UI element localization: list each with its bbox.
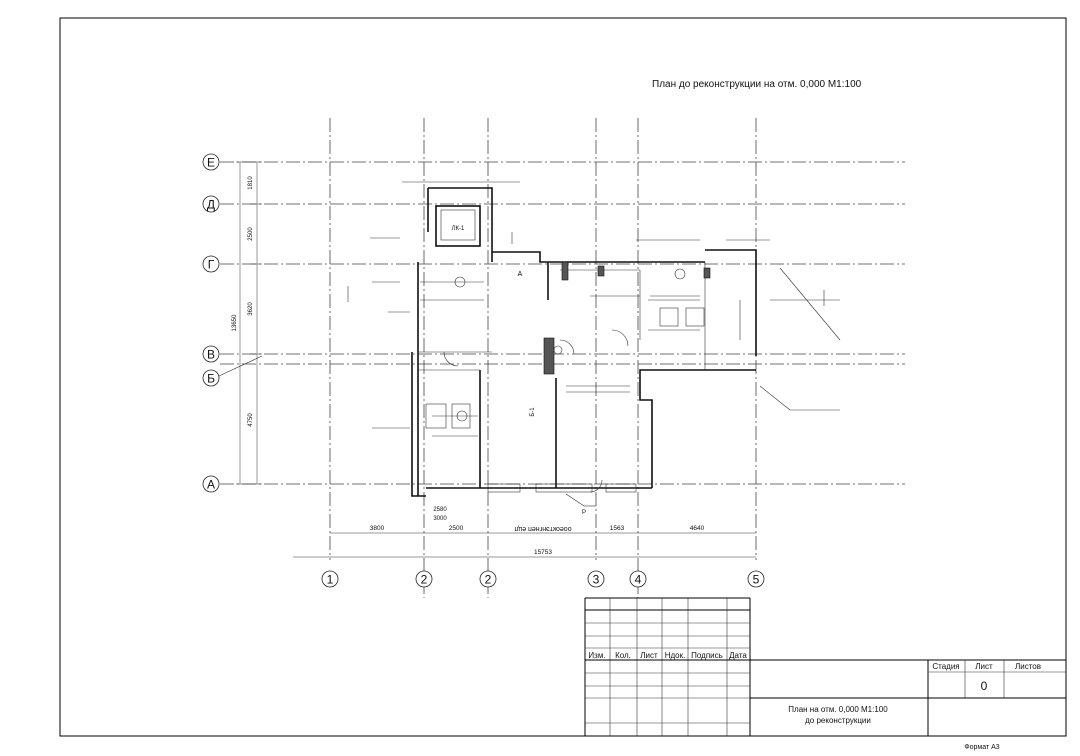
annotations — [347, 181, 841, 507]
label-marker-a: А — [518, 271, 523, 278]
label-rotated-note: ооеоктэнгнеп ецп — [514, 525, 571, 532]
axis-marker-2b: 2 — [479, 570, 497, 588]
sheets-label: Листов — [1015, 662, 1041, 671]
header-list: Лист — [640, 651, 658, 660]
header-data: Дата — [729, 651, 747, 660]
dim-h-total: 15753 — [534, 549, 552, 556]
axis-marker-a: А — [202, 475, 220, 493]
title-block-headers: Изм. Кол. Лист Ндок. Подпись Дата — [588, 651, 747, 660]
sheet-number: 0 — [981, 679, 988, 693]
svg-text:Г: Г — [208, 258, 215, 272]
dim-v-13650: 13650 — [232, 314, 238, 331]
header-ndok: Ндок. — [665, 651, 686, 660]
header-izm: Изм. — [588, 651, 605, 660]
dim-under-2580: 2580 — [433, 507, 447, 513]
axis-marker-5: 5 — [747, 570, 765, 588]
axis-marker-e: Е — [202, 153, 220, 171]
svg-text:3: 3 — [593, 573, 600, 587]
header-podpis: Подпись — [691, 651, 723, 660]
svg-text:А: А — [207, 478, 215, 492]
svg-text:4: 4 — [635, 573, 642, 587]
svg-text:Е: Е — [207, 156, 215, 170]
axis-marker-v: В — [202, 345, 220, 363]
stage-label: Стадия — [932, 662, 959, 671]
svg-text:5: 5 — [753, 573, 760, 587]
format-label: Формат А3 — [964, 744, 999, 751]
building-walls — [411, 187, 757, 497]
description-line-2: до реконструкции — [805, 716, 871, 725]
bottom-dimensions: 3800 2500 1563 4640 15753 2580 3000 — [293, 507, 756, 558]
axis-marker-2a: 2 — [415, 570, 433, 588]
svg-text:Б: Б — [207, 372, 215, 386]
vertical-dimensions: 1810 2500 3620 13650 4750 — [232, 161, 262, 485]
dim-under-3000: 3000 — [433, 516, 447, 522]
axis-marker-3: 3 — [587, 570, 605, 588]
dim-v-4750: 4750 — [248, 413, 254, 427]
dim-h-1563: 1563 — [610, 525, 625, 532]
letter-axis-markers: Е Д Г В Б А — [202, 153, 263, 493]
dim-v-2500: 2500 — [248, 227, 254, 241]
svg-text:2: 2 — [421, 573, 428, 587]
horizontal-grid-lines — [220, 161, 905, 485]
dim-h-2500: 2500 — [449, 525, 464, 532]
axis-marker-d: Д — [202, 195, 220, 213]
description-line-1: План на отм. 0,000 М1:100 — [788, 705, 888, 714]
axis-marker-4: 4 — [629, 570, 647, 588]
drawing-frame — [59, 17, 1067, 737]
sheet-title: План до реконструкции на отм. 0,000 М1:1… — [652, 79, 862, 90]
dim-h-3800: 3800 — [370, 525, 385, 532]
label-marker-f: Р — [582, 510, 586, 516]
title-block — [584, 597, 1066, 736]
dim-h-4640: 4640 — [690, 525, 705, 532]
sheet-label: Лист — [975, 662, 993, 671]
svg-text:1: 1 — [327, 573, 334, 587]
axis-marker-g: Г — [202, 255, 220, 273]
svg-text:В: В — [207, 348, 215, 362]
axis-marker-1: 1 — [321, 570, 339, 588]
label-stair: ЛК-1 — [452, 226, 465, 232]
header-kol: Кол. — [615, 651, 631, 660]
dim-v-1810: 1810 — [248, 176, 254, 190]
svg-text:2: 2 — [485, 573, 492, 587]
dim-v-3620: 3620 — [248, 302, 254, 316]
number-axis-markers: 1 2 2 3 4 5 — [321, 570, 765, 588]
label-room-big: Б-1 — [530, 407, 536, 417]
axis-marker-b: Б — [202, 355, 263, 387]
svg-text:Д: Д — [207, 198, 215, 212]
